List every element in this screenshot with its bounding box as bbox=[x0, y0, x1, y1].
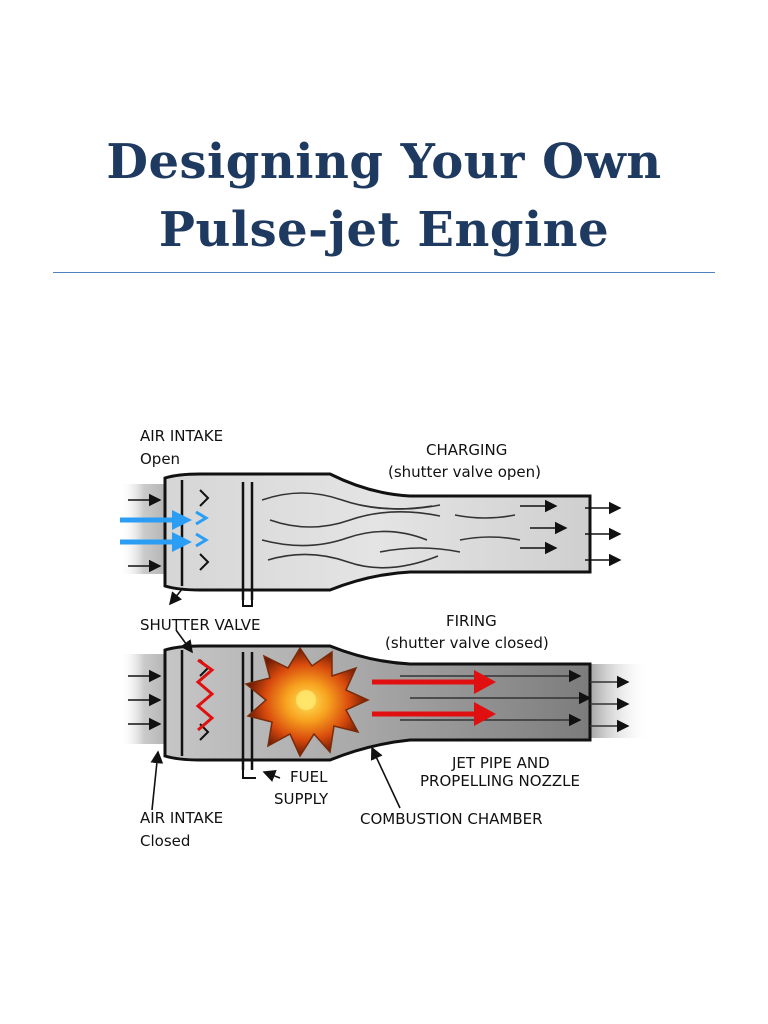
pulse-jet-diagram: AIR INTAKE Open CHARGING (shutter valve … bbox=[0, 380, 768, 880]
label-closed: Closed bbox=[140, 832, 190, 850]
charging-flow-lines bbox=[261, 492, 521, 569]
label-jet-pipe: JET PIPE AND bbox=[451, 754, 550, 772]
label-supply: SUPPLY bbox=[274, 790, 329, 808]
label-fuel: FUEL bbox=[290, 768, 328, 786]
title-line-2: Pulse-jet Engine bbox=[158, 202, 610, 258]
firing-intake-arrows bbox=[128, 669, 162, 731]
label-air-intake-closed: AIR INTAKE bbox=[140, 809, 223, 827]
explosion bbox=[244, 646, 370, 758]
firing-engine bbox=[120, 629, 650, 811]
label-combustion-chamber: COMBUSTION CHAMBER bbox=[360, 810, 543, 828]
pulse-jet-svg: AIR INTAKE Open CHARGING (shutter valve … bbox=[120, 427, 650, 850]
label-open: Open bbox=[140, 450, 180, 468]
thrust-red-arrows bbox=[372, 670, 496, 726]
title-divider bbox=[53, 272, 715, 273]
label-firing: FIRING bbox=[446, 612, 497, 630]
title-line-1: Designing Your Own bbox=[106, 134, 662, 190]
engine-body-bottom bbox=[163, 644, 592, 762]
closed-shutter-valve bbox=[195, 658, 215, 732]
charging-exhaust-arrows bbox=[520, 499, 622, 567]
intake-blue-arrows bbox=[120, 510, 209, 552]
callout-arrows bbox=[150, 629, 401, 811]
label-propelling-nozzle: PROPELLING NOZZLE bbox=[420, 772, 580, 790]
jet-pipe-flow-lines bbox=[400, 669, 630, 733]
label-shutter-valve: SHUTTER VALVE bbox=[140, 616, 261, 634]
page-title: Designing Your Own Pulse-jet Engine bbox=[0, 128, 768, 264]
charging-engine bbox=[120, 472, 622, 607]
label-charging-note: (shutter valve open) bbox=[388, 463, 541, 481]
label-air-intake-open: AIR INTAKE bbox=[140, 427, 223, 445]
intake-small-arrows bbox=[128, 493, 162, 573]
label-charging: CHARGING bbox=[426, 441, 507, 459]
label-firing-note: (shutter valve closed) bbox=[385, 634, 549, 652]
exhaust-smoke bbox=[585, 664, 650, 738]
